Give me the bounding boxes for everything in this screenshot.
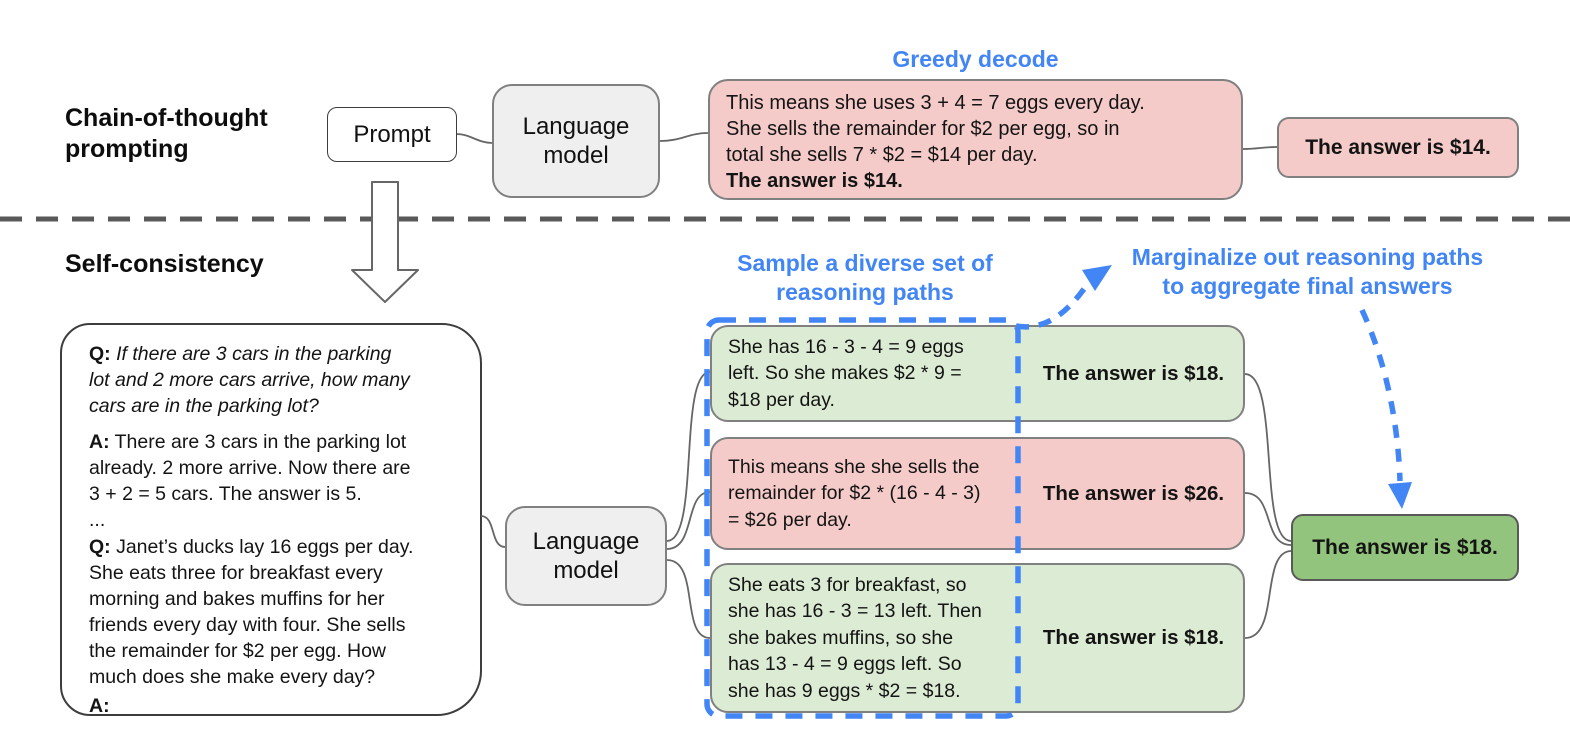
greedy-answer-line: The answer is $14. xyxy=(726,170,903,192)
connector-path3-to-final xyxy=(1244,550,1292,639)
bubble-a1: A: There are 3 cars in the parking lot a… xyxy=(89,429,458,507)
cot-section-title: Chain-of-thought prompting xyxy=(65,104,268,163)
connector-prompt-to-lm xyxy=(456,133,493,144)
reasoning-path-2: This means she she sells the remainder f… xyxy=(710,437,1245,550)
reasoning-path-3: She eats 3 for breakfast, so she has 16 … xyxy=(710,563,1245,713)
prompt-bubble: Q: If there are 3 cars in the parking lo… xyxy=(60,323,482,717)
bubble-a2: A: xyxy=(89,695,110,717)
connector-greedy-output-to-answer xyxy=(1242,146,1278,150)
prompt-down-arrow xyxy=(351,181,419,303)
marginalize-label: Marginalize out reasoning paths to aggre… xyxy=(1131,244,1484,299)
q1-text: If there are 3 cars in the parking lot a… xyxy=(89,343,410,417)
connector-lm-to-path2 xyxy=(666,491,711,550)
connector-bubble-to-lm xyxy=(480,515,506,548)
language-model-node-bottom: Language model xyxy=(505,506,667,606)
q2-text: Janet’s ducks lay 16 eggs per day. She e… xyxy=(89,536,414,688)
greedy-reasoning-text: This means she uses 3 + 4 = 7 eggs every… xyxy=(726,92,1145,166)
prompt-node: Prompt xyxy=(327,107,457,162)
greedy-decode-output-box: This means she uses 3 + 4 = 7 eggs every… xyxy=(708,79,1243,200)
language-model-node-top: Language model xyxy=(492,84,660,198)
bubble-q1: Q: If there are 3 cars in the parking lo… xyxy=(89,341,458,419)
language-model-bottom-label: Language model xyxy=(532,528,640,584)
connector-lm-to-path1 xyxy=(666,371,711,542)
greedy-decode-label: Greedy decode xyxy=(892,46,1059,72)
connector-path2-to-final xyxy=(1244,492,1292,546)
language-model-top-label: Language model xyxy=(522,113,630,169)
a1-text: There are 3 cars in the parking lot alre… xyxy=(89,431,411,505)
connector-path1-to-final xyxy=(1244,373,1292,542)
path-1-reasoning: She has 16 - 3 - 4 = 9 eggs left. So she… xyxy=(728,335,964,411)
path-3-reasoning: She eats 3 for breakfast, so she has 16 … xyxy=(728,573,982,702)
bubble-q2: Q: Janet’s ducks lay 16 eggs per day. Sh… xyxy=(89,534,458,690)
path-3-answer: The answer is $18. xyxy=(1042,626,1225,649)
connector-lm-to-path3 xyxy=(666,559,711,639)
aggregated-answer-box: The answer is $18. xyxy=(1291,514,1519,581)
arrow-to-final-answer-head xyxy=(1388,482,1412,509)
sample-paths-label: Sample a diverse set of reasoning paths xyxy=(737,250,993,305)
a1-label: A: xyxy=(89,431,110,453)
connector-lm-to-greedy-output xyxy=(659,132,709,142)
aggregated-answer-text: The answer is $18. xyxy=(1312,535,1498,559)
prompt-node-label: Prompt xyxy=(353,121,431,148)
q1-label: Q: xyxy=(89,343,111,365)
self-consistency-section-title: Self-consistency xyxy=(65,250,264,278)
path-2-reasoning: This means she she sells the remainder f… xyxy=(728,455,981,531)
path-2-answer: The answer is $26. xyxy=(1042,481,1225,505)
cot-final-answer-text: The answer is $14. xyxy=(1305,135,1491,159)
q2-label: Q: xyxy=(89,536,111,558)
cot-final-answer-box: The answer is $14. xyxy=(1277,117,1519,178)
reasoning-path-1: She has 16 - 3 - 4 = 9 eggs left. So she… xyxy=(710,325,1245,422)
bubble-ellipsis: ... xyxy=(89,509,106,531)
arrow-to-final-answer-curve xyxy=(1359,308,1403,482)
path-1-answer: The answer is $18. xyxy=(1042,361,1225,385)
